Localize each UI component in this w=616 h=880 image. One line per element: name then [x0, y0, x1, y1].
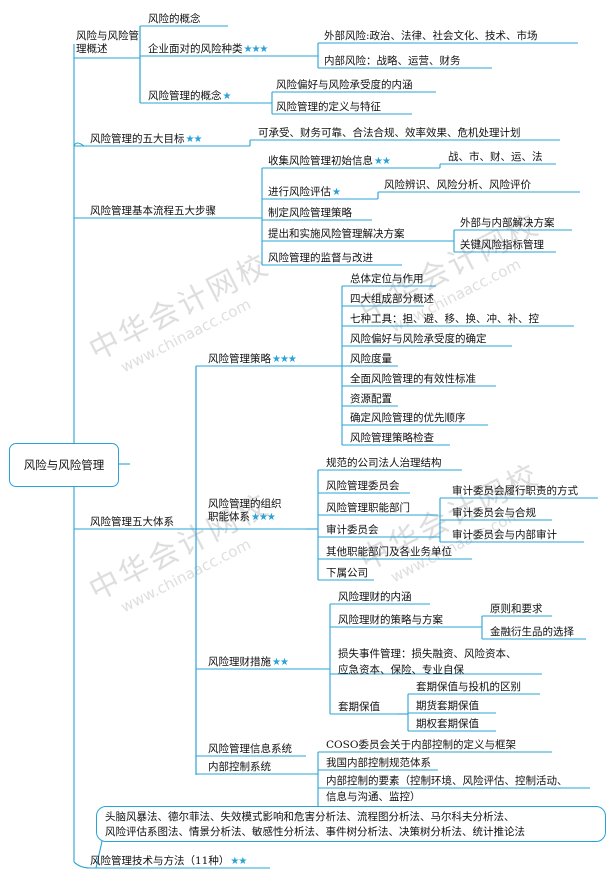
system-strategy: 风险管理策略★★★: [208, 353, 297, 366]
branch-goals: 风险管理的五大目标★★: [90, 133, 203, 146]
org-governance: 规范的公司法人治理结构: [326, 457, 442, 469]
star-icon: ★★★: [272, 354, 297, 365]
control-c3-line-2: 信息与沟通、监控）: [326, 791, 421, 803]
control-c3: 内部控制的要素（控制环境、风险评估、控制活动、 信息与沟通、监控）: [326, 775, 568, 804]
finance-f1: 风险理财的内涵: [338, 591, 412, 603]
branch-goals-label: 风险管理的五大目标: [90, 133, 185, 145]
org-subsidiary: 下属公司: [326, 567, 368, 579]
overview-mgmt-concept: 风险管理的概念★: [148, 90, 232, 103]
root-node: 风险与风险管理: [9, 443, 119, 487]
process-step-3: 制定风险管理策略: [268, 207, 352, 219]
org-committee: 风险管理委员会: [326, 480, 400, 492]
branch-process: 风险管理基本流程五大步骤: [90, 205, 216, 217]
star-icon: ★★★: [251, 512, 276, 523]
overview-types-label: 企业面对的风险种类: [148, 43, 243, 55]
process-step-2-detail: 风险辨识、风险分析、风险评价: [384, 179, 531, 191]
star-icon: ★★: [185, 134, 203, 145]
org-audit-a1: 审计委员会履行职责的方式: [452, 485, 578, 497]
overview-mgmt-c2: 风险管理的定义与特征: [276, 101, 381, 113]
star-icon: ★★: [230, 856, 247, 867]
org-others: 其他职能部门及各业务单位: [326, 546, 452, 558]
connector-line: [73, 861, 91, 869]
finance-f2-d1: 原则和要求: [490, 603, 543, 615]
system-org: 风险管理的组织 职能体系★★★: [208, 498, 282, 524]
system-finance: 风险理财措施★★: [208, 656, 289, 669]
branch-overview: 风险与风险管理概述: [76, 30, 140, 56]
org-dept: 风险管理职能部门: [326, 502, 410, 514]
org-audit: 审计委员会: [326, 524, 379, 536]
system-org-label-1: 风险管理的组织: [208, 498, 282, 510]
star-icon: ★★: [272, 657, 289, 668]
branch-methods-label: 风险管理技术与方法（11种）: [90, 855, 230, 867]
goals-detail: 可承受、财务可靠、合法合规、效率效果、危机处理计划: [258, 127, 521, 139]
finance-f3: 损失事件管理：损失融资、风险资本、 应急资本、保险、专业自保: [338, 648, 517, 677]
control-c3-line-1: 内部控制的要素（控制环境、风险评估、控制活动、: [326, 775, 568, 787]
process-step-1-label: 收集风险管理初始信息: [268, 155, 373, 167]
strategy-item: 全面风险管理的有效性标准: [350, 373, 476, 385]
overview-mgmt-concept-label: 风险管理的概念: [148, 90, 222, 102]
methods-line-1: 头脑风暴法、德尔菲法、失效模式影响和危害分析法、流程图分析法、马尔科夫分析法、: [105, 811, 515, 823]
overview-internal: 内部风险：战略、运营、财务: [324, 55, 461, 67]
system-finance-label: 风险理财措施: [208, 656, 271, 668]
control-c1: COSO委员会关于内部控制的定义与框架: [326, 739, 516, 751]
star-icon: ★: [332, 187, 341, 198]
branch-overview-label: 风险与风险管理概述: [76, 30, 139, 55]
process-step-5: 风险管理的监督与改进: [268, 252, 373, 264]
branch-system: 风险管理五大体系: [90, 516, 174, 528]
process-step-1-detail: 战、市、财、运、法: [448, 151, 543, 163]
finance-f4-d2: 期货套期保值: [416, 700, 479, 712]
overview-mgmt-c1: 风险偏好与风险承受度的内涵: [276, 79, 413, 91]
finance-f3-line-2: 应急资本、保险、专业自保: [338, 664, 464, 676]
system-strategy-label: 风险管理策略: [208, 353, 271, 365]
org-audit-a2: 审计委员会与合规: [452, 507, 536, 519]
strategy-item: 风险管理策略检查: [350, 432, 434, 444]
overview-concept: 风险的概念: [148, 13, 201, 25]
org-audit-a3: 审计委员会与内部审计: [452, 529, 557, 541]
methods-line-2: 风险评估系图法、情景分析法、敏感性分析法、事件树分析法、决策树分析法、统计推论法: [105, 826, 525, 838]
root-label: 风险与风险管理: [23, 458, 105, 472]
strategy-item: 资源配置: [350, 393, 392, 405]
strategy-item: 七种工具：担、避、移、换、冲、补、控: [350, 313, 539, 325]
overview-external: 外部风险:政治、法律、社会文化、技术、市场: [324, 30, 538, 42]
process-step-2: 进行风险评估★: [268, 186, 341, 199]
star-icon: ★: [222, 91, 232, 102]
finance-f3-line-1: 损失事件管理：损失融资、风险资本、: [338, 648, 517, 660]
strategy-item: 风险偏好与风险承受度的确定: [350, 333, 487, 345]
control-c2: 我国内部控制规范体系: [326, 757, 431, 769]
process-step-4-d1: 外部与内部解决方案: [460, 217, 555, 229]
methods-bubble: 头脑风暴法、德尔菲法、失效模式影响和危害分析法、流程图分析法、马尔科夫分析法、 …: [96, 806, 606, 842]
system-control: 内部控制系统: [208, 761, 271, 773]
strategy-item: 总体定位与作用: [350, 273, 424, 285]
branch-methods: 风险管理技术与方法（11种）★★: [90, 855, 247, 868]
strategy-item: 四大组成部分概述: [350, 293, 434, 305]
star-icon: ★★: [374, 156, 391, 167]
connector-line: [73, 142, 85, 147]
finance-f4-d3: 期权套期保值: [416, 718, 479, 730]
finance-f4-d1: 套期保值与投机的区别: [416, 681, 521, 693]
system-info: 风险管理信息系统: [208, 743, 292, 755]
process-step-4-d2: 关键风险指标管理: [460, 239, 544, 251]
strategy-item: 确定风险管理的优先顺序: [350, 412, 466, 424]
finance-f4: 套期保值: [338, 701, 380, 713]
finance-f2-d2: 金融衍生品的选择: [490, 626, 574, 638]
finance-f2: 风险理财的策略与方案: [338, 614, 443, 626]
overview-types: 企业面对的风险种类★★★: [148, 43, 269, 56]
process-step-2-label: 进行风险评估: [268, 186, 331, 198]
system-org-label-2: 职能体系: [208, 511, 250, 523]
process-step-4: 提出和实施风险管理解决方案: [268, 228, 405, 240]
star-icon: ★★★: [243, 44, 269, 55]
process-step-1: 收集风险管理初始信息★★: [268, 155, 391, 168]
strategy-item: 风险度量: [350, 353, 392, 365]
